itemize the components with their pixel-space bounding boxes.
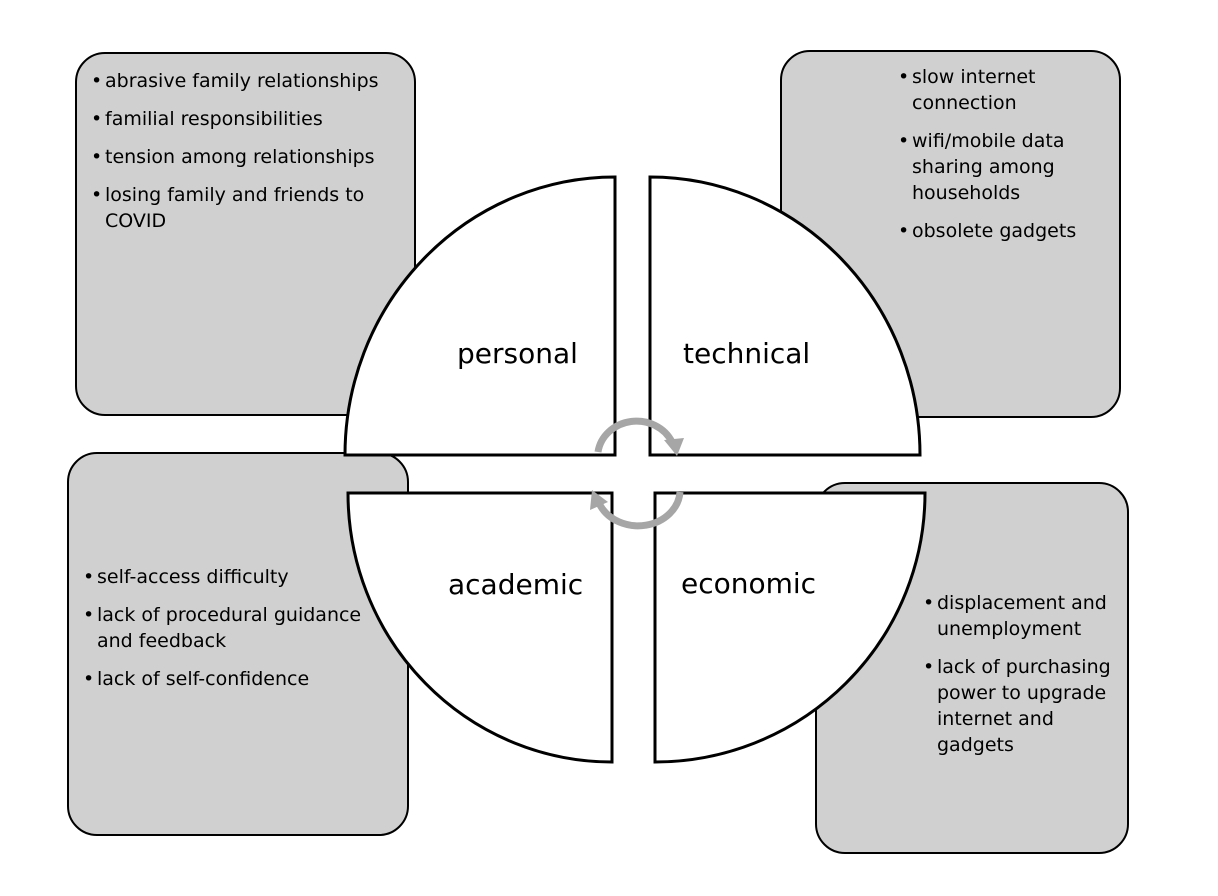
factor-item: self-access difficulty — [83, 564, 387, 590]
arrowhead-bottom-icon — [590, 490, 608, 510]
personal-factors-box: abrasive family relationships familial re… — [75, 52, 416, 416]
cycle-arrow-top — [594, 417, 676, 453]
factor-item: lack of self-confidence — [83, 666, 387, 692]
factor-item: losing family and friends to COVID — [91, 182, 414, 234]
factor-item: displacement and unemployment — [923, 590, 1117, 642]
economic-factors-box: displacement and unemployment lack of pur… — [815, 482, 1129, 854]
cycle-arrow-bottom — [596, 491, 684, 530]
personal-quadrant — [343, 175, 617, 457]
factor-item: obsolete gadgets — [898, 218, 1119, 244]
technical-quadrant — [648, 175, 922, 457]
academic-label: academic — [448, 568, 584, 601]
academic-factors-box: self-access difficulty lack of procedural… — [67, 452, 409, 836]
factor-item: wifi/mobile data sharing among household… — [898, 128, 1119, 206]
factor-item: slow internet connection — [898, 64, 1119, 116]
personal-label: personal — [457, 337, 578, 370]
economic-quadrant — [653, 491, 927, 764]
factor-item: abrasive family relationships — [91, 68, 414, 94]
factor-item: familial responsibilities — [91, 106, 414, 132]
factor-item: tension among relationships — [91, 144, 414, 170]
factor-item: lack of procedural guidance and feedback — [83, 602, 387, 654]
economic-label: economic — [681, 567, 817, 600]
arrowhead-top-icon — [664, 438, 684, 456]
factor-item: lack of purchasing power to upgrade inte… — [923, 654, 1117, 758]
technical-label: technical — [683, 337, 811, 370]
